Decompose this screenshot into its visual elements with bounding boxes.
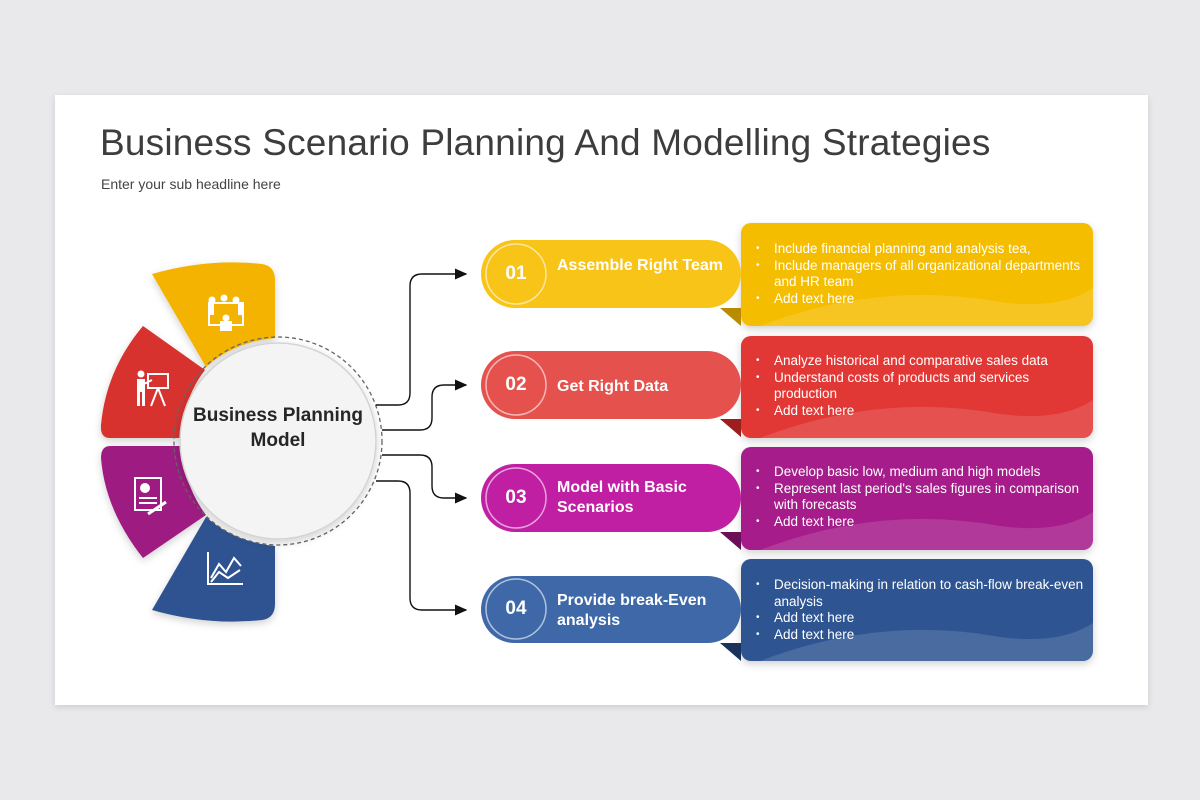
- bullet-item: Add text here: [756, 627, 1094, 644]
- meeting-icon: [208, 294, 244, 331]
- bullet-item: Understand costs of products and service…: [756, 370, 1094, 403]
- center-circle: [179, 342, 377, 540]
- chart-trend-icon: [207, 552, 243, 585]
- step-bullets-3: Develop basic low, medium and high model…: [756, 464, 1094, 530]
- step-number-2: 02: [505, 374, 527, 395]
- resume-icon: [134, 477, 167, 516]
- bullet-item: Include managers of all organizational d…: [756, 258, 1094, 291]
- bullet-item: Represent last period's sales figures in…: [756, 481, 1094, 514]
- step-title-1: Assemble Right Team: [557, 257, 723, 274]
- center-dashed-ring: [173, 336, 383, 546]
- step-number-1: 01: [505, 263, 527, 284]
- step-number-4: 04: [505, 598, 527, 619]
- bullet-item: Add text here: [756, 610, 1094, 627]
- presentation-icon: [137, 370, 169, 407]
- step-bullets-2: Analyze historical and comparative sales…: [756, 353, 1094, 419]
- slide-title: Business Scenario Planning And Modelling…: [100, 122, 991, 163]
- connector-lines: [376, 268, 468, 616]
- step-title-4: Provide break-Even analysis: [557, 592, 707, 629]
- segment-blue: [152, 517, 275, 622]
- bullet-item: Decision-making in relation to cash-flow…: [756, 577, 1094, 610]
- step-bullets-4: Decision-making in relation to cash-flow…: [756, 577, 1094, 643]
- step-bullets-1: Include financial planning and analysis …: [756, 241, 1094, 307]
- center-label: Business Planning Model: [193, 405, 363, 451]
- bullet-item: Include financial planning and analysis …: [756, 241, 1094, 258]
- bullet-item: Add text here: [756, 291, 1094, 308]
- step-number-3: 03: [505, 487, 527, 508]
- bullet-item: Add text here: [756, 403, 1094, 420]
- bullet-item: Analyze historical and comparative sales…: [756, 353, 1094, 370]
- step-title-3: Model with Basic Scenarios: [557, 479, 687, 516]
- bullet-item: Add text here: [756, 514, 1094, 531]
- step-title-2: Get Right Data: [557, 378, 669, 395]
- bullet-item: Develop basic low, medium and high model…: [756, 464, 1094, 481]
- slide-subtitle: Enter your sub headline here: [101, 176, 281, 192]
